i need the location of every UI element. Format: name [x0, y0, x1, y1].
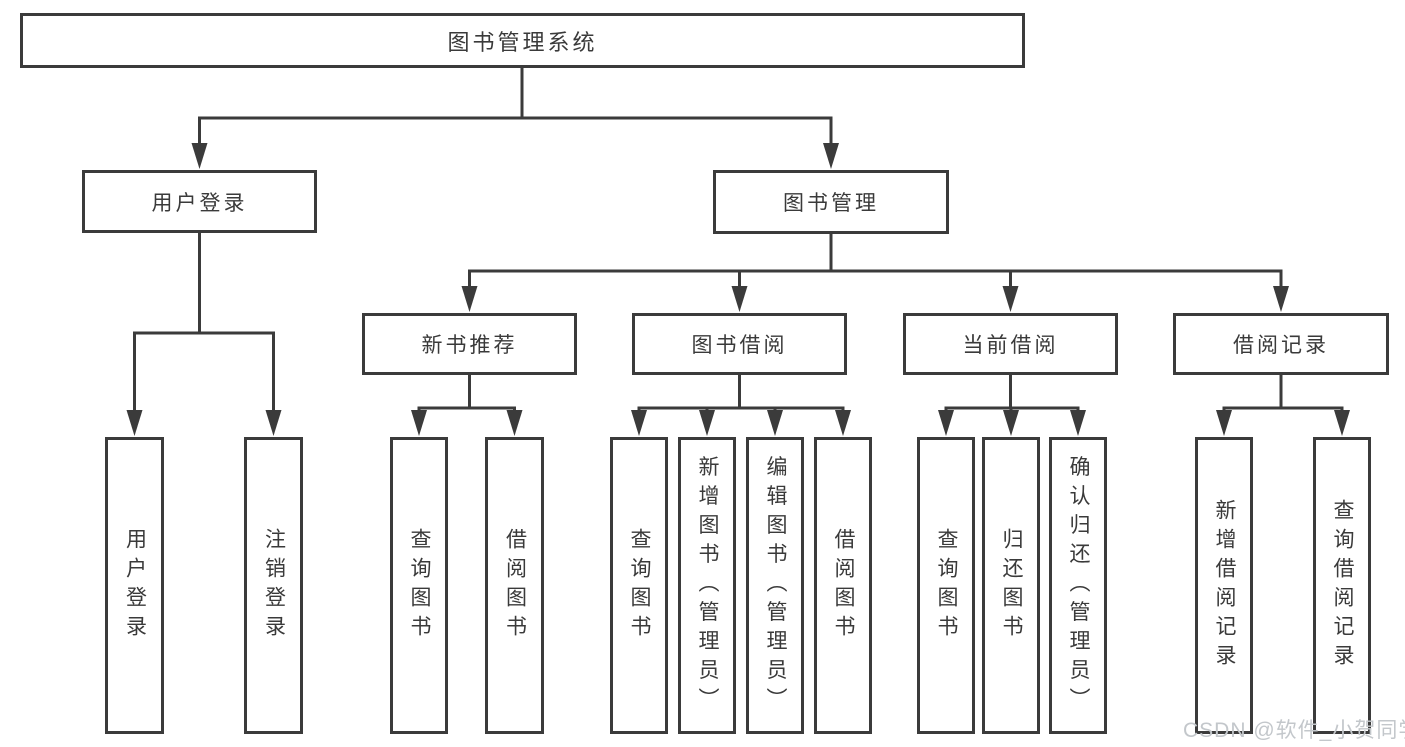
leaf-query-books-current-label: 查询图书: [935, 527, 958, 644]
leaf-edit-books-admin-label: 编辑图书（管理员）: [764, 455, 787, 716]
node-root-system: 图书管理系统: [20, 13, 1025, 68]
leaf-query-books-recommend: 查询图书: [390, 437, 448, 734]
leaf-logout-label: 注销登录: [262, 527, 286, 644]
node-book-management: 图书管理: [713, 170, 949, 234]
csdn-watermark: CSDN @软件_小贺同学: [1183, 719, 1405, 742]
leaf-query-books-borrowing-label: 查询图书: [628, 527, 651, 644]
leaf-logout: 注销登录: [244, 437, 303, 734]
node-current-borrowing: 当前借阅: [903, 313, 1118, 375]
leaf-add-books-admin-label: 新增图书（管理员）: [696, 455, 719, 716]
node-borrow-records: 借阅记录: [1173, 313, 1389, 375]
leaf-add-books-admin: 新增图书（管理员）: [678, 437, 736, 734]
leaf-query-books-borrowing: 查询图书: [610, 437, 668, 734]
leaf-user-login: 用户登录: [105, 437, 164, 734]
leaf-user-login-label: 用户登录: [123, 527, 147, 644]
leaf-edit-books-admin: 编辑图书（管理员）: [746, 437, 804, 734]
leaf-add-borrow-record-label: 新增借阅记录: [1213, 498, 1236, 673]
leaf-borrow-books-recommend-label: 借阅图书: [503, 527, 527, 644]
leaf-query-books-recommend-label: 查询图书: [408, 527, 431, 644]
leaf-confirm-return-admin: 确认归还（管理员）: [1049, 437, 1107, 734]
leaf-add-borrow-record: 新增借阅记录: [1195, 437, 1253, 734]
leaf-borrow-books-recommend: 借阅图书: [485, 437, 544, 734]
leaf-query-books-current: 查询图书: [917, 437, 975, 734]
leaf-return-books: 归还图书: [982, 437, 1040, 734]
node-book-borrowing: 图书借阅: [632, 313, 847, 375]
node-book-borrowing-label: 图书借阅: [691, 334, 788, 357]
node-current-borrowing-label: 当前借阅: [962, 334, 1059, 357]
node-new-book-recommend: 新书推荐: [362, 313, 577, 375]
leaf-borrow-books: 借阅图书: [814, 437, 872, 734]
node-borrow-records-label: 借阅记录: [1233, 334, 1329, 357]
node-user-login-label: 用户登录: [151, 191, 248, 215]
node-root-label: 图书管理系统: [447, 29, 598, 55]
leaf-query-borrow-record: 查询借阅记录: [1313, 437, 1371, 734]
leaf-borrow-books-label: 借阅图书: [832, 527, 855, 644]
leaf-query-borrow-record-label: 查询借阅记录: [1331, 498, 1354, 673]
node-book-management-label: 图书管理: [783, 192, 879, 215]
node-new-book-recommend-label: 新书推荐: [421, 334, 518, 357]
leaf-return-books-label: 归还图书: [1000, 527, 1023, 644]
node-user-login: 用户登录: [82, 170, 317, 233]
arrowheads: [126, 143, 1350, 436]
leaf-confirm-return-admin-label: 确认归还（管理员）: [1067, 455, 1090, 716]
